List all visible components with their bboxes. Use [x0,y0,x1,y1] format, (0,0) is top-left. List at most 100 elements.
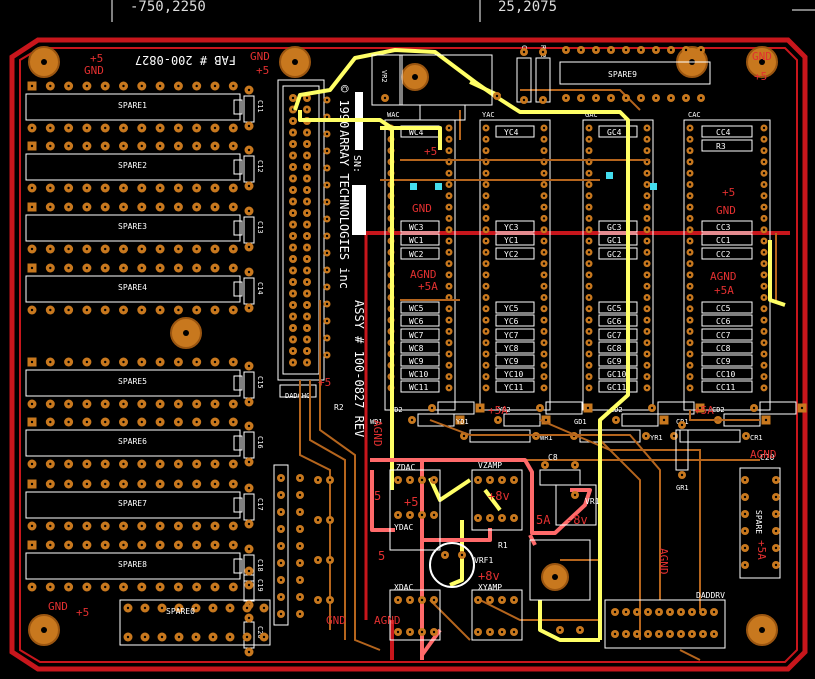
pad-hole [291,142,295,146]
gnd-label-wac: GND [412,202,432,215]
pad-hole [325,149,329,153]
pad-hole [645,341,649,344]
pad-hole [669,48,673,52]
pad-hole [573,493,577,497]
agnd-label-bottom: AGND [374,614,401,627]
pad-hole [447,285,451,288]
pad-hole [104,247,107,251]
pad-hole [279,476,283,480]
pad-hole [484,217,488,220]
pad-hole [542,285,546,288]
pad-hole [104,360,107,364]
pad-hole [764,418,768,422]
pad-hole [291,361,295,364]
pad-hole [126,606,130,610]
pad-hole [195,482,198,486]
pad-hole [688,183,692,186]
component-outline [400,301,440,314]
pad-hole [177,205,180,209]
pad-hole [325,302,329,306]
pad-hole [140,247,143,251]
pad-hole [232,266,235,270]
pad-hole [774,546,778,550]
pad-hole [305,165,309,169]
component-label: CC9 [716,357,731,366]
plus5-label-center: +5 [318,376,331,389]
pad-hole [49,247,52,251]
pad-hole [447,138,451,141]
pad-hole [328,478,332,482]
spare-label-5: SPARE5 [118,377,147,386]
agnd-label-wac: AGND [410,268,437,281]
vr2-regulator: VR2 [371,54,493,121]
pad-hole [67,84,70,88]
pad-hole [447,172,451,175]
pad-hole [512,516,516,520]
spare-label-1: SPARE1 [118,101,147,110]
pad-hole [291,188,295,192]
pad-hole [688,172,692,175]
pad-hole [688,126,692,130]
pad-hole [49,308,52,312]
pad-hole [85,543,89,547]
pad-hole [762,217,766,220]
pad-hole [587,251,591,254]
pad-hole [305,246,309,249]
pad-hole [140,308,143,312]
pad-hole [305,292,309,295]
pad-hole [587,364,591,367]
pad-hole [122,543,125,547]
pad-hole [484,352,488,356]
spare0-label: SPARE0 [166,607,195,616]
pad-hole [49,126,52,130]
pad-hole [158,84,162,88]
pad-hole [30,585,34,589]
plus5-label-top: +5 [256,64,269,77]
cap-label: C13 [256,221,264,234]
component-outline [598,247,638,260]
pad-hole [762,341,766,344]
pad-hole [140,144,143,148]
spare-outline [25,275,241,303]
pad-hole [679,632,683,636]
pad-hole [542,307,546,310]
pad-hole [305,96,309,100]
company-text: ARRAY TECHNOLOGIES inc [337,130,351,289]
pad-hole [122,420,125,424]
pad-hole [587,307,591,310]
pad-hole [104,144,107,148]
pad-hole [279,510,283,514]
pad-hole [298,476,302,480]
pad-hole [488,598,492,602]
pad-hole [408,630,412,634]
pad-hole [232,462,235,466]
pad-hole [291,177,295,180]
component-label: WC2 [409,250,424,259]
pad-hole [305,200,309,203]
pad-hole [688,262,692,265]
pad-hole [447,126,451,130]
pad-hole [645,352,649,356]
pad-hole [774,529,778,533]
minus8v-label: -8v [566,513,588,527]
pad-hole [104,308,107,312]
pad-hole [316,558,320,562]
pad-hole [177,585,180,589]
pad-hole [484,364,488,367]
pad-hole [104,524,107,528]
cap-label: C12 [256,160,264,173]
spare-notch [233,159,243,175]
pad-hole [232,585,235,589]
pad-hole [587,194,591,197]
pad-hole [247,364,251,368]
pad-hole [262,635,266,639]
pad-hole [67,308,70,312]
pad-hole [657,610,661,614]
pad-hole [245,606,249,610]
component-label: GC9 [607,357,622,366]
gnd-label-cac: GND [716,204,736,217]
pad-hole [476,478,480,482]
pad-hole [542,172,546,175]
pad-hole [67,266,70,270]
